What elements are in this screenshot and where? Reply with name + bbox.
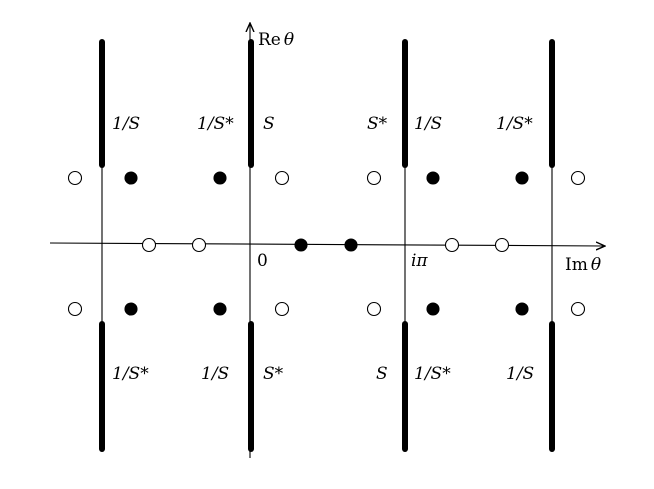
singularity-points [67, 170, 586, 317]
open-point-lower-row-8 [570, 301, 586, 317]
upper-label-2: 1/S* [197, 114, 234, 134]
open-point-axis-row-5 [444, 237, 460, 253]
filled-point-lower-row-6 [426, 302, 440, 316]
upper-label-6: 1/S* [496, 114, 533, 134]
open-point-axis-row-2 [191, 237, 207, 253]
filled-point-upper-row-2 [124, 171, 138, 185]
ipi-label: iπ [411, 251, 428, 271]
filled-point-lower-row-3 [213, 302, 227, 316]
filled-point-lower-row-2 [124, 302, 138, 316]
filled-point-axis-row-4 [344, 238, 358, 252]
upper-label-5: 1/S [414, 114, 442, 134]
lower-label-4: S [376, 364, 388, 384]
lower-label-6: 1/S [506, 364, 534, 384]
im-axis-line [49, 243, 604, 246]
open-point-axis-row-1 [141, 237, 157, 253]
upper-strip-labels: 1/S 1/S* S S* 1/S 1/S* [112, 114, 533, 134]
branch-cuts [99, 39, 555, 452]
origin-label: 0 [257, 251, 268, 271]
filled-point-lower-row-7 [515, 302, 529, 316]
open-point-upper-row-4 [274, 170, 290, 186]
lower-strip-labels: 1/S* 1/S S* S 1/S* 1/S [112, 364, 534, 384]
filled-point-upper-row-6 [426, 171, 440, 185]
filled-point-axis-row-3 [294, 238, 308, 252]
open-point-upper-row-5 [366, 170, 382, 186]
open-point-axis-row-6 [494, 237, 510, 253]
lower-label-3: S* [263, 364, 284, 384]
upper-label-1: 1/S [112, 114, 140, 134]
upper-label-3: S [263, 114, 275, 134]
lower-label-1: 1/S* [112, 364, 149, 384]
filled-point-upper-row-3 [213, 171, 227, 185]
upper-label-4: S* [367, 114, 388, 134]
open-point-upper-row-8 [570, 170, 586, 186]
open-point-lower-row-1 [67, 301, 83, 317]
open-point-lower-row-5 [366, 301, 382, 317]
open-point-lower-row-4 [274, 301, 290, 317]
filled-point-upper-row-7 [515, 171, 529, 185]
lower-label-5: 1/S* [414, 364, 451, 384]
open-point-upper-row-1 [67, 170, 83, 186]
lower-label-2: 1/S [201, 364, 229, 384]
